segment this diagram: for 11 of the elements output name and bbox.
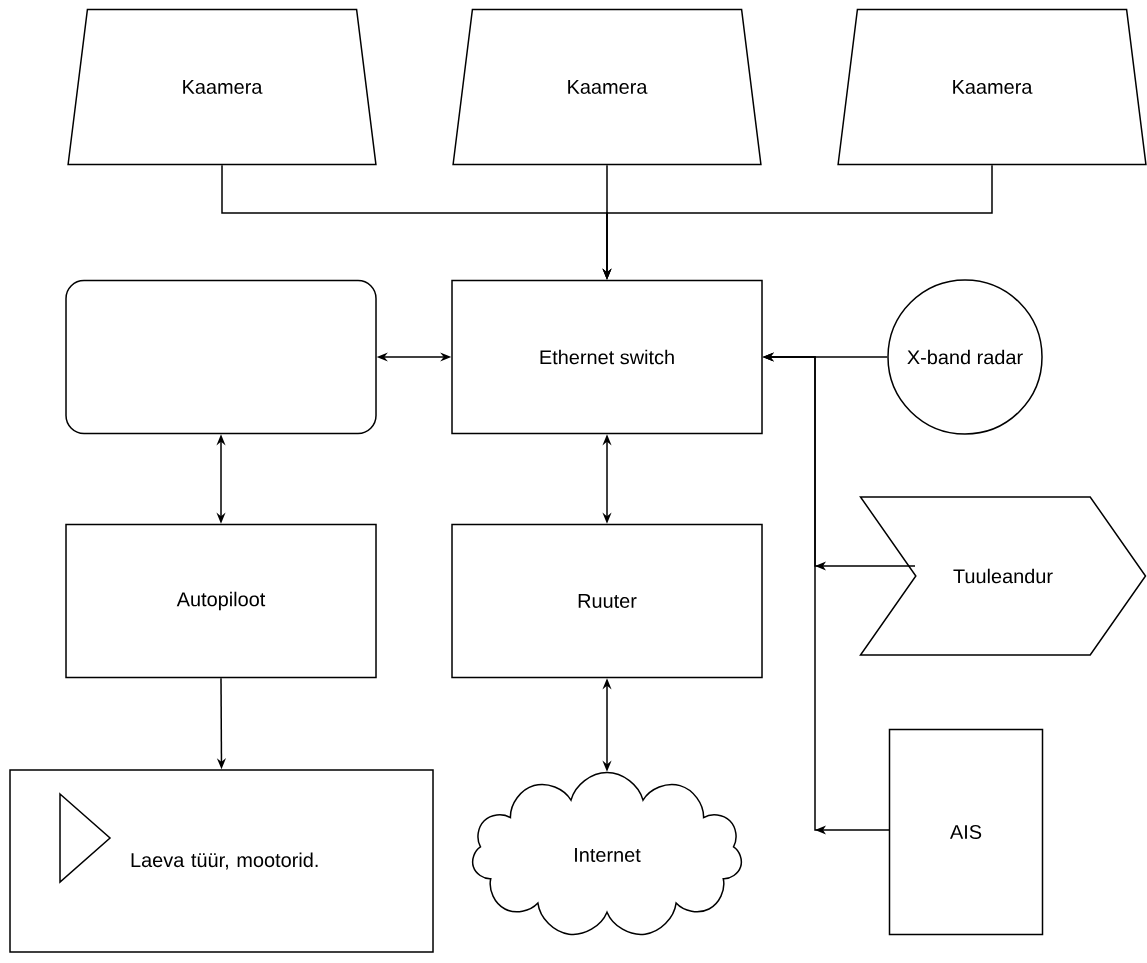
rounded-box [65, 279, 377, 435]
camera-trapezoid: Kaamera [452, 8, 762, 166]
camera-trapezoid: Kaamera [67, 8, 377, 166]
internet-cloud: Internet [471, 771, 743, 936]
process-box: AIS [888, 728, 1044, 936]
process-box: Ruuter [451, 523, 763, 679]
process-box: Autopiloot [65, 523, 377, 679]
process-box: Ethernet switch [451, 279, 763, 435]
actuator-box: Laeva tüür, mootorid. [9, 769, 434, 953]
sensor-chevron: Tuuleandur [859, 496, 1147, 656]
camera-trapezoid: Kaamera [837, 8, 1147, 166]
